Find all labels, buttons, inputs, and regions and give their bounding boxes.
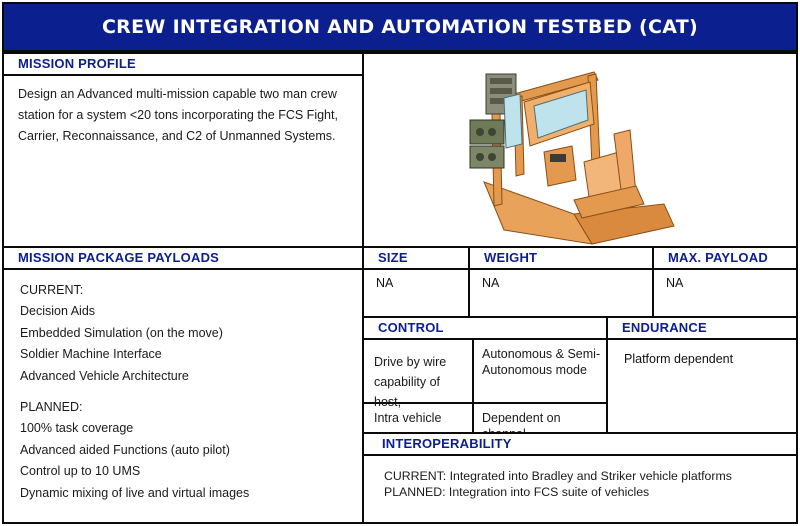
mission-profile-panel: MISSION PROFILE Design an Advanced multi… — [2, 52, 364, 248]
list-item: 100% task coverage — [20, 421, 134, 436]
list-item: Advanced Vehicle Architecture — [20, 368, 189, 383]
endurance-panel: ENDURANCE Platform dependent — [606, 316, 798, 434]
weight-cell: WEIGHT NA — [468, 246, 654, 318]
control-panel: CONTROL Drive by wire capability of host… — [362, 316, 608, 441]
mission-package-payloads-panel: MISSION PACKAGE PAYLOADS CURRENT: Decisi… — [2, 246, 364, 524]
crew-station-image-panel — [362, 52, 798, 248]
max-payload-header: MAX. PAYLOAD — [654, 248, 796, 270]
payloads-list: CURRENT: Decision Aids Embedded Simulati… — [4, 270, 362, 504]
list-item: Control up to 10 UMS — [20, 464, 141, 479]
mission-profile-text: Design an Advanced multi-mission capable… — [18, 87, 338, 143]
interop-planned: PLANNED: Integration into FCS suite of v… — [384, 485, 650, 499]
page-title: CREW INTEGRATION AND AUTOMATION TESTBED … — [2, 2, 798, 52]
interoperability-header: INTEROPERABILITY — [364, 434, 796, 456]
interoperability-text: CURRENT: Integrated into Bradley and Str… — [364, 456, 796, 500]
control-header: CONTROL — [364, 318, 606, 340]
list-item: Embedded Simulation (on the move) — [20, 325, 223, 340]
endurance-value: Platform dependent — [624, 352, 734, 366]
max-payload-value: NA — [666, 276, 684, 290]
weight-value: NA — [482, 276, 500, 290]
control-autonomy: Autonomous & Semi-Autonomous mode — [482, 347, 601, 377]
max-payload-cell: MAX. PAYLOAD NA — [652, 246, 798, 318]
size-value: NA — [376, 276, 394, 290]
list-item: Decision Aids — [20, 304, 96, 319]
control-intra-vehicle: Intra vehicle — [374, 411, 442, 425]
size-header: SIZE — [364, 248, 468, 270]
weight-header: WEIGHT — [470, 248, 652, 270]
spacer — [20, 387, 352, 397]
interop-current: CURRENT: Integrated into Bradley and Str… — [384, 469, 732, 483]
crew-station-illustration — [469, 71, 675, 245]
list-item: Advanced aided Functions (auto pilot) — [20, 442, 230, 457]
endurance-header: ENDURANCE — [608, 318, 796, 340]
planned-label: PLANNED: — [20, 400, 83, 415]
list-item: Soldier Machine Interface — [20, 347, 162, 362]
list-item: Dynamic mixing of live and virtual image… — [20, 485, 250, 500]
payloads-header: MISSION PACKAGE PAYLOADS — [4, 248, 362, 270]
control-drive-by-wire: Drive by wire capability of host, — [374, 355, 447, 409]
current-label: CURRENT: — [20, 283, 84, 297]
size-cell: SIZE NA — [362, 246, 470, 318]
interoperability-panel: INTEROPERABILITY CURRENT: Integrated int… — [362, 432, 798, 524]
divider — [364, 402, 606, 404]
divider — [472, 340, 474, 432]
mission-profile-header: MISSION PROFILE — [4, 54, 362, 76]
